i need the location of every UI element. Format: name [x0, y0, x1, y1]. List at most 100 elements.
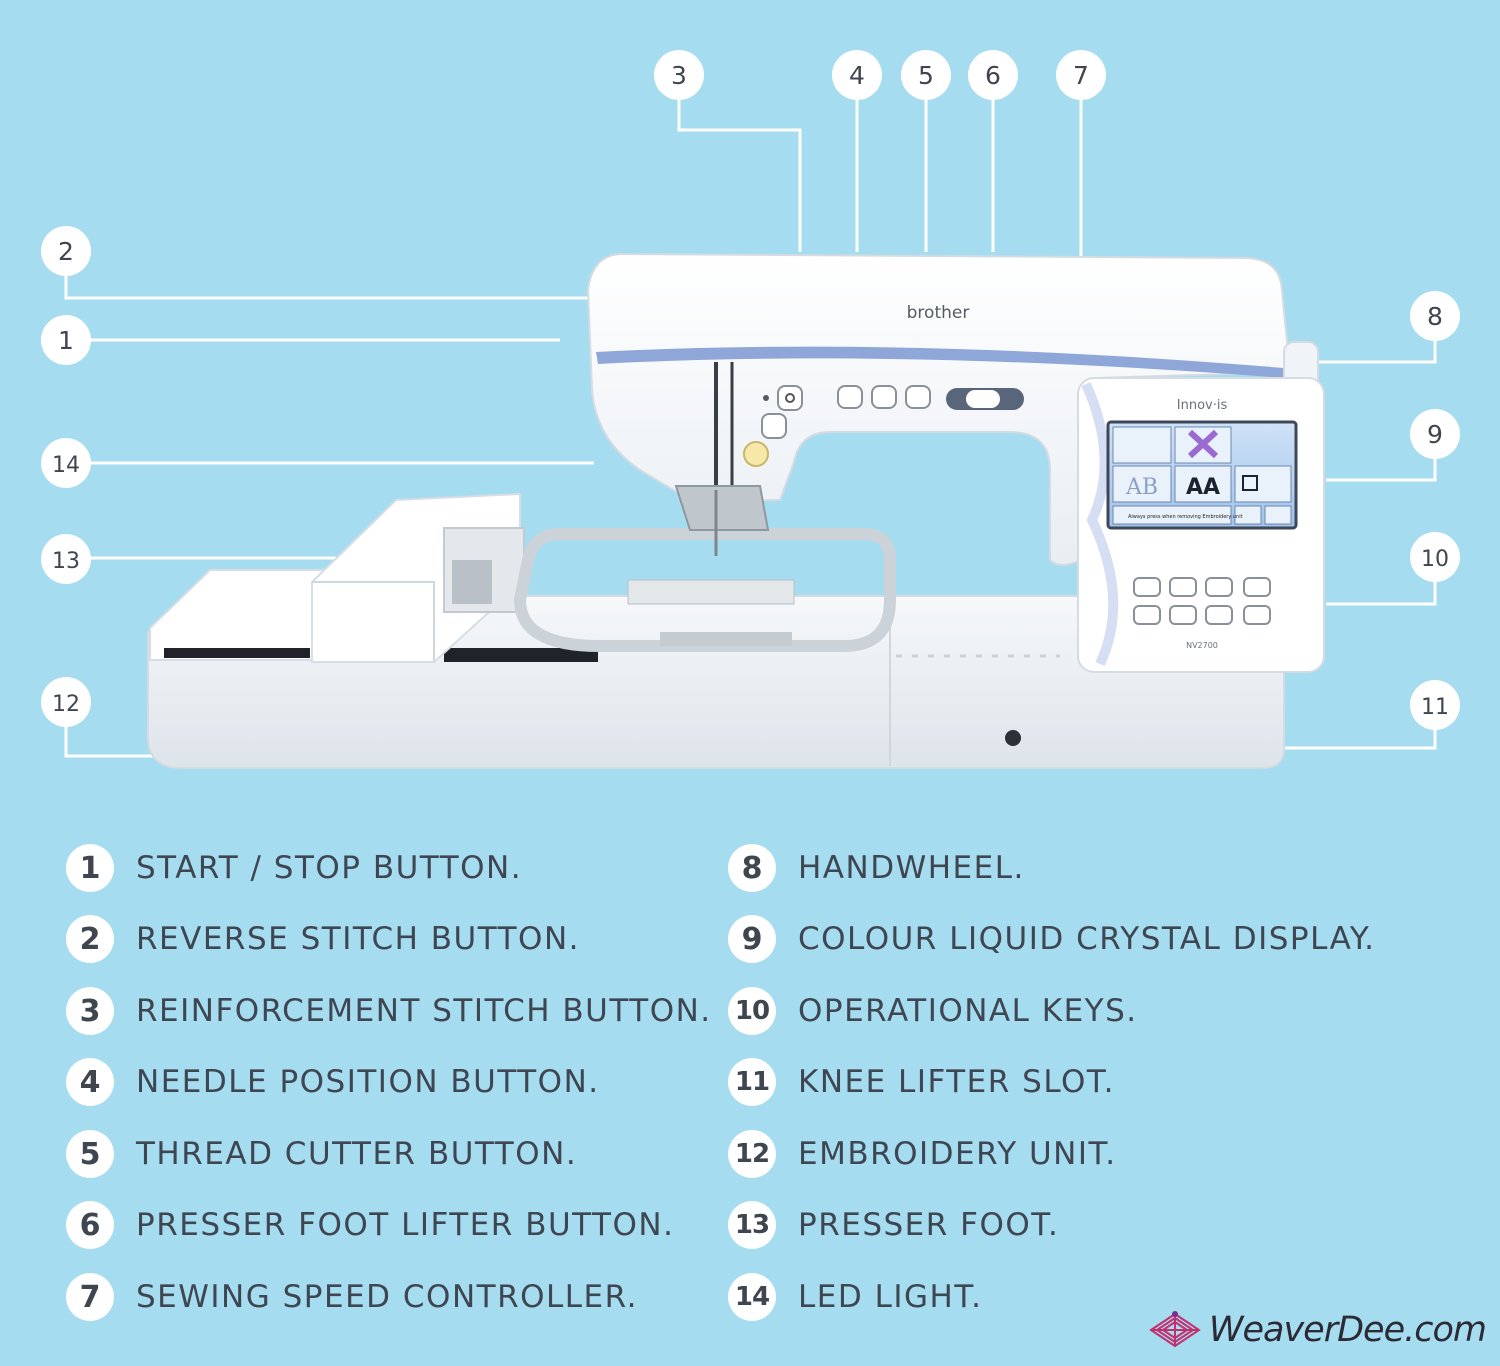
legend-label: NEEDLE POSITION BUTTON.: [136, 1064, 600, 1100]
callout-number: 9: [1427, 420, 1443, 449]
callout-number: 10: [1421, 547, 1449, 572]
legend-item-8: 8 HANDWHEEL.: [728, 843, 1025, 893]
callout-number: 8: [1427, 302, 1443, 331]
embroidery-unit: [149, 569, 331, 661]
lcd-note: Always press when removing Embroidery un…: [1128, 514, 1243, 520]
leader-line-11: [1284, 729, 1437, 750]
thread-cutter-button: [871, 385, 897, 409]
leader-line-9: [1326, 458, 1437, 482]
callout-number: 1: [58, 326, 74, 355]
callout-9: 9: [1410, 409, 1460, 459]
watermark-text: WeaverDee.com: [1208, 1310, 1487, 1350]
led-light: [743, 441, 769, 467]
legend-number: 2: [66, 915, 114, 963]
leader-line-8: [1316, 340, 1437, 364]
legend-number: 11: [728, 1058, 776, 1106]
leader-line-10: [1326, 581, 1437, 606]
callout-circle: [832, 50, 882, 100]
callout-7: 7: [1056, 50, 1106, 100]
op-key: [1205, 605, 1233, 625]
callout-number: 4: [849, 61, 865, 90]
presser-foot: [674, 485, 770, 531]
legend-number: 7: [66, 1273, 114, 1321]
legend-label: OPERATIONAL KEYS.: [798, 993, 1138, 1029]
callout-11: 11: [1410, 680, 1460, 730]
legend-item-14: 14 LED LIGHT.: [728, 1272, 982, 1322]
callout-2: 2: [41, 226, 91, 276]
legend-item-1: 1 START / STOP BUTTON.: [66, 843, 522, 893]
legend-number: 14: [728, 1273, 776, 1321]
legend-label: PRESSER FOOT.: [798, 1207, 1060, 1243]
leader-line-12: [64, 726, 178, 758]
legend-label: HANDWHEEL.: [798, 850, 1025, 886]
callout-circle: [1056, 50, 1106, 100]
op-key: [1205, 577, 1233, 597]
callout-6: 6: [968, 50, 1018, 100]
callout-number: 6: [985, 61, 1001, 90]
presser-foot-lifter-button: [905, 385, 931, 409]
machine-series-label: Innov·is: [1177, 398, 1228, 413]
legend-number: 5: [66, 1130, 114, 1178]
callout-5: 5: [901, 50, 951, 100]
legend-label: REVERSE STITCH BUTTON.: [136, 921, 580, 957]
sewing-machine: brother Innov·is AB AA Always press when…: [147, 252, 1325, 769]
callout-12: 12: [41, 677, 91, 727]
legend-label: START / STOP BUTTON.: [136, 850, 523, 886]
callout-circle: [41, 534, 91, 584]
legend-number: 8: [728, 844, 776, 892]
needle-position-button: [837, 385, 863, 409]
callout-circle: [1410, 291, 1460, 341]
callout-1: 1: [41, 315, 91, 365]
legend-number: 10: [728, 987, 776, 1035]
callout-8: 8: [1410, 291, 1460, 341]
legend-item-2: 2 REVERSE STITCH BUTTON.: [66, 914, 580, 964]
legend-item-11: 11 KNEE LIFTER SLOT.: [728, 1057, 1115, 1107]
callout-circle: [654, 50, 704, 100]
callout-14: 14: [41, 438, 91, 488]
op-key: [1243, 577, 1271, 597]
callout-3: 3: [654, 50, 704, 100]
legend-item-3: 3 REINFORCEMENT STITCH BUTTON.: [66, 986, 712, 1036]
legend-number: 12: [728, 1130, 776, 1178]
legend-item-9: 9 COLOUR LIQUID CRYSTAL DISPLAY.: [728, 914, 1375, 964]
legend-label: LED LIGHT.: [798, 1279, 983, 1315]
op-key: [1169, 605, 1197, 625]
op-key: [1133, 577, 1161, 597]
reverse-button: [777, 385, 803, 411]
callout-circle: [1410, 532, 1460, 582]
leader-line-3: [677, 100, 802, 252]
svg-text:AA: AA: [1186, 475, 1220, 500]
callout-circle: [41, 677, 91, 727]
accent-stripe: [596, 346, 1284, 378]
legend-number: 1: [66, 844, 114, 892]
callout-circle: [968, 50, 1018, 100]
op-key: [1133, 605, 1161, 625]
leader-line-2: [64, 275, 588, 300]
callout-number: 7: [1073, 61, 1089, 90]
reinforcement-button: [761, 413, 787, 439]
watermark: WeaverDee.com: [1147, 1306, 1487, 1354]
yarn-logo-icon: [1149, 1311, 1201, 1348]
legend-number: 9: [728, 915, 776, 963]
legend-label: COLOUR LIQUID CRYSTAL DISPLAY.: [798, 921, 1376, 957]
legend-label: KNEE LIFTER SLOT.: [798, 1064, 1116, 1100]
legend-label: REINFORCEMENT STITCH BUTTON.: [136, 993, 712, 1029]
machine-brand-label: brother: [907, 303, 970, 323]
callout-circle: [41, 315, 91, 365]
callout-circle: [1410, 409, 1460, 459]
legend-item-10: 10 OPERATIONAL KEYS.: [728, 986, 1138, 1036]
legend-label: THREAD CUTTER BUTTON.: [136, 1136, 578, 1172]
legend-number: 3: [66, 987, 114, 1035]
leader-lines: [64, 100, 1437, 758]
callout-circle: [901, 50, 951, 100]
svg-text:AB: AB: [1125, 475, 1158, 500]
legend-item-5: 5 THREAD CUTTER BUTTON.: [66, 1129, 577, 1179]
